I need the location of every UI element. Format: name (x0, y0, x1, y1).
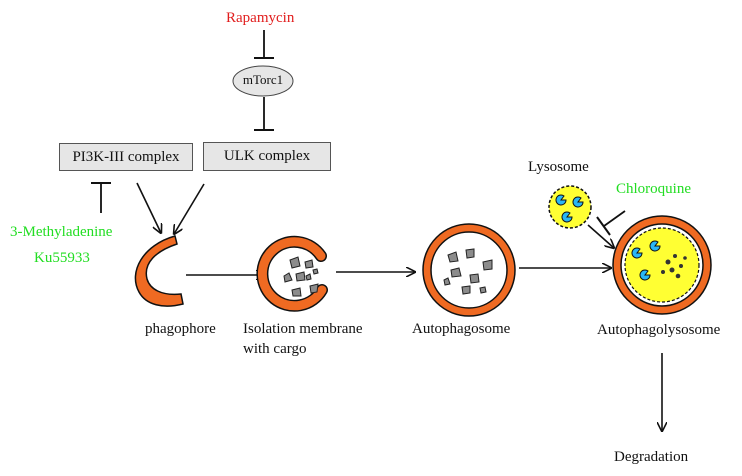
methyladenine-inhibition-edge (91, 182, 111, 213)
lysosome-to-autophagolysosome-arrow (587, 224, 614, 248)
isolation-cargo (283, 256, 319, 297)
autophagosome-cargo (443, 248, 493, 295)
ulk-complex-label: ULK complex (223, 148, 311, 164)
pi3k-complex-label: PI3K-III complex (72, 148, 180, 165)
isolation-membrane-label-line1: Isolation membrane (243, 321, 363, 337)
ulk-to-phagophore-arrow (174, 183, 205, 234)
isolation-membrane-label-line2: with cargo (243, 341, 307, 357)
chloroquine-label: Chloroquine (616, 181, 691, 197)
phagophore-shape (134, 235, 184, 307)
autophagosome-shape (422, 223, 516, 317)
mtorc1-inhibition-edge (254, 97, 274, 131)
rapamycin-label: Rapamycin (226, 10, 295, 26)
autophagolysosome-label: Autophagolysosome (597, 322, 721, 338)
lysosome-label: Lysosome (528, 159, 589, 175)
isolation-membrane-shape (256, 235, 328, 312)
ulk-complex-box: ULK complex (203, 142, 331, 171)
mtorc1-label: mTorc1 (242, 72, 284, 87)
autophagolysosome-debris (661, 254, 687, 279)
autophagolysosome-enzymes (631, 240, 661, 281)
autophagosome-label: Autophagosome (412, 321, 511, 337)
pi3k-complex-box: PI3K-III complex (59, 143, 193, 171)
rapamycin-inhibition-edge (254, 30, 274, 59)
lysosome-shape (548, 185, 592, 229)
chloroquine-inhibition-edge (596, 210, 626, 236)
methyladenine-label: 3-Methyladenine (10, 224, 113, 240)
lysosome-enzymes (555, 194, 584, 223)
pi3k-to-phagophore-arrow (136, 182, 161, 233)
mtorc1-node (232, 65, 294, 97)
degradation-label: Degradation (614, 449, 689, 465)
ku55933-label: Ku55933 (34, 250, 90, 266)
autophagolysosome-shape (612, 215, 712, 315)
phagophore-label: phagophore (145, 321, 216, 337)
